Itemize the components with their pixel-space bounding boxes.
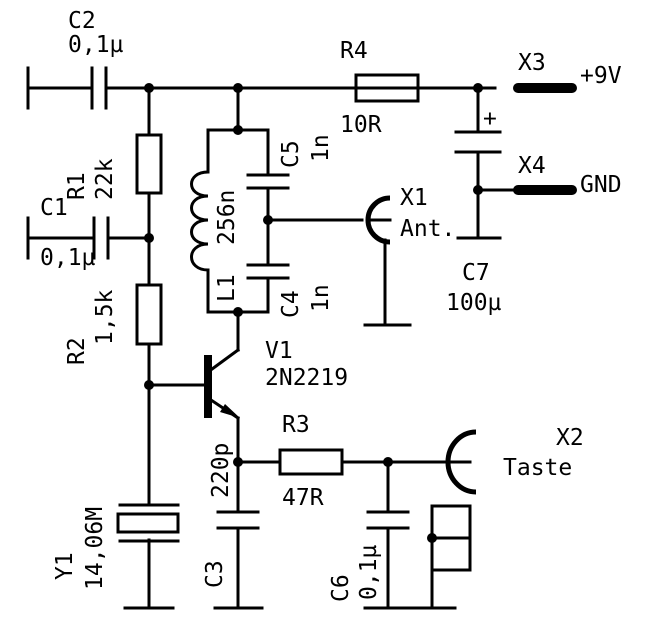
x4-label: GND bbox=[580, 172, 622, 198]
junctions bbox=[144, 83, 483, 543]
x1-ref: X1 bbox=[400, 185, 428, 211]
c4-value: 1n bbox=[308, 284, 334, 312]
r3-value: 47R bbox=[282, 485, 324, 511]
x3-label: +9V bbox=[580, 63, 622, 89]
x2-label: Taste bbox=[503, 455, 572, 481]
c7-polarity: + bbox=[483, 106, 497, 132]
resistor-r4 bbox=[354, 73, 420, 103]
connector-x2 bbox=[445, 429, 477, 495]
capacitor-c4 bbox=[246, 263, 290, 280]
c4-ref: C4 bbox=[278, 290, 304, 318]
c7-ref: C7 bbox=[462, 260, 490, 286]
c1-value: 0,1µ bbox=[40, 245, 96, 271]
wires bbox=[26, 66, 520, 610]
c1-ref: C1 bbox=[40, 195, 68, 221]
capacitor-c2 bbox=[90, 66, 114, 110]
resistor-r1 bbox=[135, 133, 163, 195]
c2-value: 0,1µ bbox=[68, 32, 124, 58]
capacitor-c1 bbox=[92, 216, 110, 260]
y1-ref: Y1 bbox=[52, 552, 78, 580]
l1-ref: L1 bbox=[214, 274, 240, 302]
v1-value: 2N2219 bbox=[265, 365, 348, 391]
v1-ref: V1 bbox=[265, 338, 293, 364]
resistor-r2 bbox=[135, 283, 163, 346]
capacitor-c7 bbox=[454, 130, 502, 154]
c2-ref: C2 bbox=[68, 8, 96, 34]
c7-value: 100µ bbox=[446, 290, 502, 316]
x3-ref: X3 bbox=[518, 50, 546, 76]
x1-label: Ant. bbox=[400, 216, 455, 242]
antenna-connector-x1 bbox=[365, 195, 392, 245]
r4-value: 10R bbox=[340, 112, 382, 138]
r1-value: 22k bbox=[92, 158, 118, 200]
transistor-v1 bbox=[204, 347, 241, 421]
c6-value: 0,1µ bbox=[356, 544, 382, 600]
r2-value: 1,5k bbox=[92, 289, 118, 345]
r2-ref: R2 bbox=[64, 337, 90, 365]
resistor-r3 bbox=[278, 448, 344, 476]
c3-ref: C3 bbox=[202, 560, 228, 588]
capacitor-c6 bbox=[366, 510, 410, 530]
l1-value: 256n bbox=[214, 190, 240, 245]
r3-ref: R3 bbox=[282, 412, 310, 438]
capacitor-c3 bbox=[216, 510, 260, 530]
r1-ref: R1 bbox=[64, 172, 90, 200]
c6-ref: C6 bbox=[328, 574, 354, 602]
x2-ref: X2 bbox=[556, 425, 584, 451]
x4-ref: X4 bbox=[518, 153, 546, 179]
c3-value: 220p bbox=[208, 443, 234, 498]
c5-ref: C5 bbox=[278, 140, 304, 168]
r4-ref: R4 bbox=[340, 38, 368, 64]
crystal-y1 bbox=[116, 503, 180, 543]
y1-value: 14,06M bbox=[82, 507, 108, 590]
c5-value: 1n bbox=[308, 134, 334, 162]
capacitor-c5 bbox=[246, 173, 290, 190]
inductor-l1 bbox=[190, 170, 210, 272]
